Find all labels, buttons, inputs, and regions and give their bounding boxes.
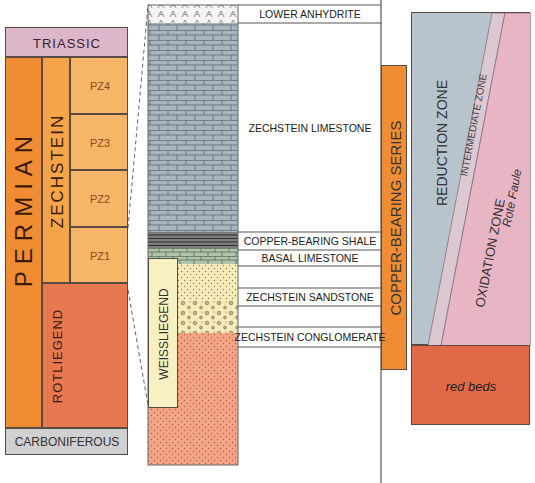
layer-label: ZECHSTEIN LIMESTONE: [249, 123, 372, 134]
boundary-line: [238, 23, 381, 24]
boundary-line: [238, 232, 381, 233]
layer-label: ZECHSTEIN SANDSTONE: [246, 292, 374, 303]
strat-box: CARBONIFEROUS: [5, 428, 128, 455]
boundary-line: [238, 347, 381, 348]
node-text: COPPER-BEARING SERIES: [388, 120, 403, 315]
node-text: CARBONIFEROUS: [15, 436, 120, 448]
boundary-line: [238, 327, 381, 328]
limestone-layer: [148, 23, 238, 232]
strat-box: PZ4: [70, 57, 128, 114]
boundary-line: [238, 306, 381, 307]
strat-box: REDUCTION ZONEINTERMEDIATE ZONEOXIDATION…: [411, 12, 530, 345]
dashed-leader: [128, 6, 148, 228]
layer-label: BASAL LIMESTONE: [262, 253, 359, 264]
layer-label: COPPER-BEARING SHALE: [244, 236, 376, 247]
column-outline: [148, 5, 238, 465]
boundary-line: [238, 5, 381, 6]
strat-box: PERMIAN: [5, 57, 42, 428]
boundary-line: [238, 266, 381, 267]
node-text: PZ1: [90, 251, 110, 262]
node-text: WEISSLIEGEND: [158, 288, 170, 379]
shale-layer: [148, 232, 238, 248]
dashed-leader: [128, 290, 148, 405]
strat-box: TRIASSIC: [5, 27, 128, 57]
rock-column: [148, 5, 238, 465]
zone-polygon: [441, 13, 531, 346]
node-text: PZ4: [90, 81, 110, 92]
strat-box: ZECHSTEIN: [42, 57, 70, 283]
strat-box: WEISSLIEGEND: [148, 258, 178, 408]
layer-label: ZECHSTEIN CONGLOMERATE: [235, 332, 386, 343]
strat-box: PZ3: [70, 114, 128, 170]
strat-box: ROTLIEGEND: [42, 283, 128, 428]
layer-label: LOWER ANHYDRITE: [259, 9, 361, 20]
node-text: ZECHSTEIN: [49, 114, 66, 228]
label-lines: [238, 5, 381, 347]
strat-box: red beds: [411, 345, 530, 425]
node-text: ROTLIEGEND: [51, 309, 64, 404]
boundary-line: [238, 250, 381, 251]
boundary-line: [238, 288, 381, 289]
strat-box: PZ1: [70, 227, 128, 283]
zoom-lines: [128, 6, 148, 405]
node-text: REDUCTION ZONE: [435, 80, 449, 206]
node-text: PZ3: [90, 138, 110, 149]
node-text: PZ2: [90, 194, 110, 205]
node-text: red beds: [446, 380, 497, 393]
anhydrite-layer: [148, 5, 238, 23]
shale-lines: [148, 235, 238, 246]
strat-box: COPPER-BEARING SERIES: [381, 65, 407, 370]
zone-band: OXIDATION ZONERote Faule: [412, 13, 531, 346]
node-text: PERMIAN: [12, 129, 36, 287]
node-text: TRIASSIC: [33, 37, 101, 50]
strat-box: PZ2: [70, 170, 128, 227]
